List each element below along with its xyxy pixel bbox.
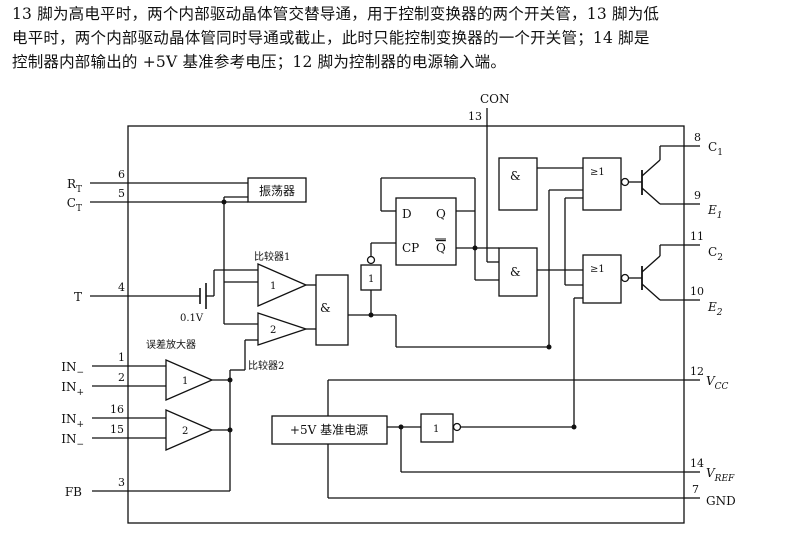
pin-vref-number: 14 [690,457,704,470]
pin-ct-number: 5 [118,187,125,200]
oscillator-block [247,177,307,203]
description-line-1: 13 脚为高电平时，两个内部驱动晶体管交替导通，用于控制变换器的两个开关管，13… [12,5,660,23]
amp2-num: 2 [182,426,188,437]
pwm-and-gate [315,274,349,346]
cmp1-num: 1 [270,281,276,292]
flip-flop [395,197,457,266]
pin-c2-number: 11 [690,230,704,243]
pin-con-label: CON [480,92,510,106]
pin-c2-label: C2 [708,245,723,263]
or-gate-2 [582,254,622,304]
pin-in1n-label: IN− [61,360,84,378]
reference-label: +5V 基准电源 [290,423,368,437]
pin-c1-label: C1 [708,140,723,158]
pin-e1-number: 9 [694,189,701,202]
pin-e2-label: E2 [707,300,723,318]
pin-fb-label: FB [65,485,82,499]
ic-outline [127,125,685,524]
inverter-vertical [360,264,382,291]
error-amp-1 [165,359,214,401]
ff-q-label: Q [436,207,446,221]
amp1-num: 1 [182,376,188,387]
pin-in2n-label: IN− [61,432,84,450]
and-symbol-1: & [510,169,521,183]
and-gate-2 [498,247,538,297]
pin-vcc-label: VCC [706,374,729,392]
pin-vcc-number: 12 [690,365,704,378]
pin-fb-number: 3 [118,476,125,489]
pin-in1n-number: 1 [118,351,125,364]
or-symbol-1: ≥1 [590,167,605,178]
error-amp-label: 误差放大器 [146,338,196,351]
pin-gnd-label: GND [706,494,736,508]
pin-con-number: 13 [468,110,482,123]
comparator-1 [257,263,308,307]
pin-in2p-label: IN+ [61,412,84,430]
and-symbol-2: & [510,265,521,279]
error-amp-2 [165,409,214,451]
pin-in1p-number: 2 [118,371,125,384]
comparator1-label: 比较器1 [254,250,290,263]
pin-c1-number: 8 [694,131,701,144]
pin-ct-label: CT [67,196,82,214]
ff-qbar-label: Q [436,241,446,255]
offset-label: 0.1V [180,313,204,324]
pin-in2p-number: 16 [110,403,124,416]
or-gate-1 [582,157,622,211]
comparator-2 [257,312,309,346]
pin-rt-label: RT [67,177,82,195]
ff-d-label: D [402,207,412,221]
pin-in1p-label: IN+ [61,380,84,398]
pin-rt-number: 6 [118,168,125,181]
pin-t-label: T [74,290,82,304]
cmp2-num: 2 [270,325,276,336]
inv-symbol-ref: 1 [433,424,439,435]
pin-in2n-number: 15 [110,423,124,436]
pin-e2-number: 10 [690,285,704,298]
and-gate-1 [498,157,538,211]
pin-t-number: 4 [118,281,125,294]
description-line-2: 电平时，两个内部驱动晶体管同时导通或截止，此时只能控制变换器的一个开关管；14 … [12,29,650,47]
pin-gnd-number: 7 [692,483,699,496]
pin-vref-label: VREF [706,466,735,484]
reference-block [271,415,388,445]
inv-symbol-1: 1 [368,274,374,285]
oscillator-label: 振荡器 [259,184,295,198]
ff-cp-label: CP [402,241,419,255]
comparator2-label: 比较器2 [248,359,284,372]
and-symbol-pwm: & [320,301,331,315]
description-text: 13 脚为高电平时，两个内部驱动晶体管交替导通，用于控制变换器的两个开关管，13… [12,2,792,74]
description-line-3: 控制器内部输出的 +5V 基准参考电压；12 脚为控制器的电源输入端。 [12,53,507,71]
or-symbol-2: ≥1 [590,264,605,275]
pin-e1-label: E1 [707,203,723,221]
